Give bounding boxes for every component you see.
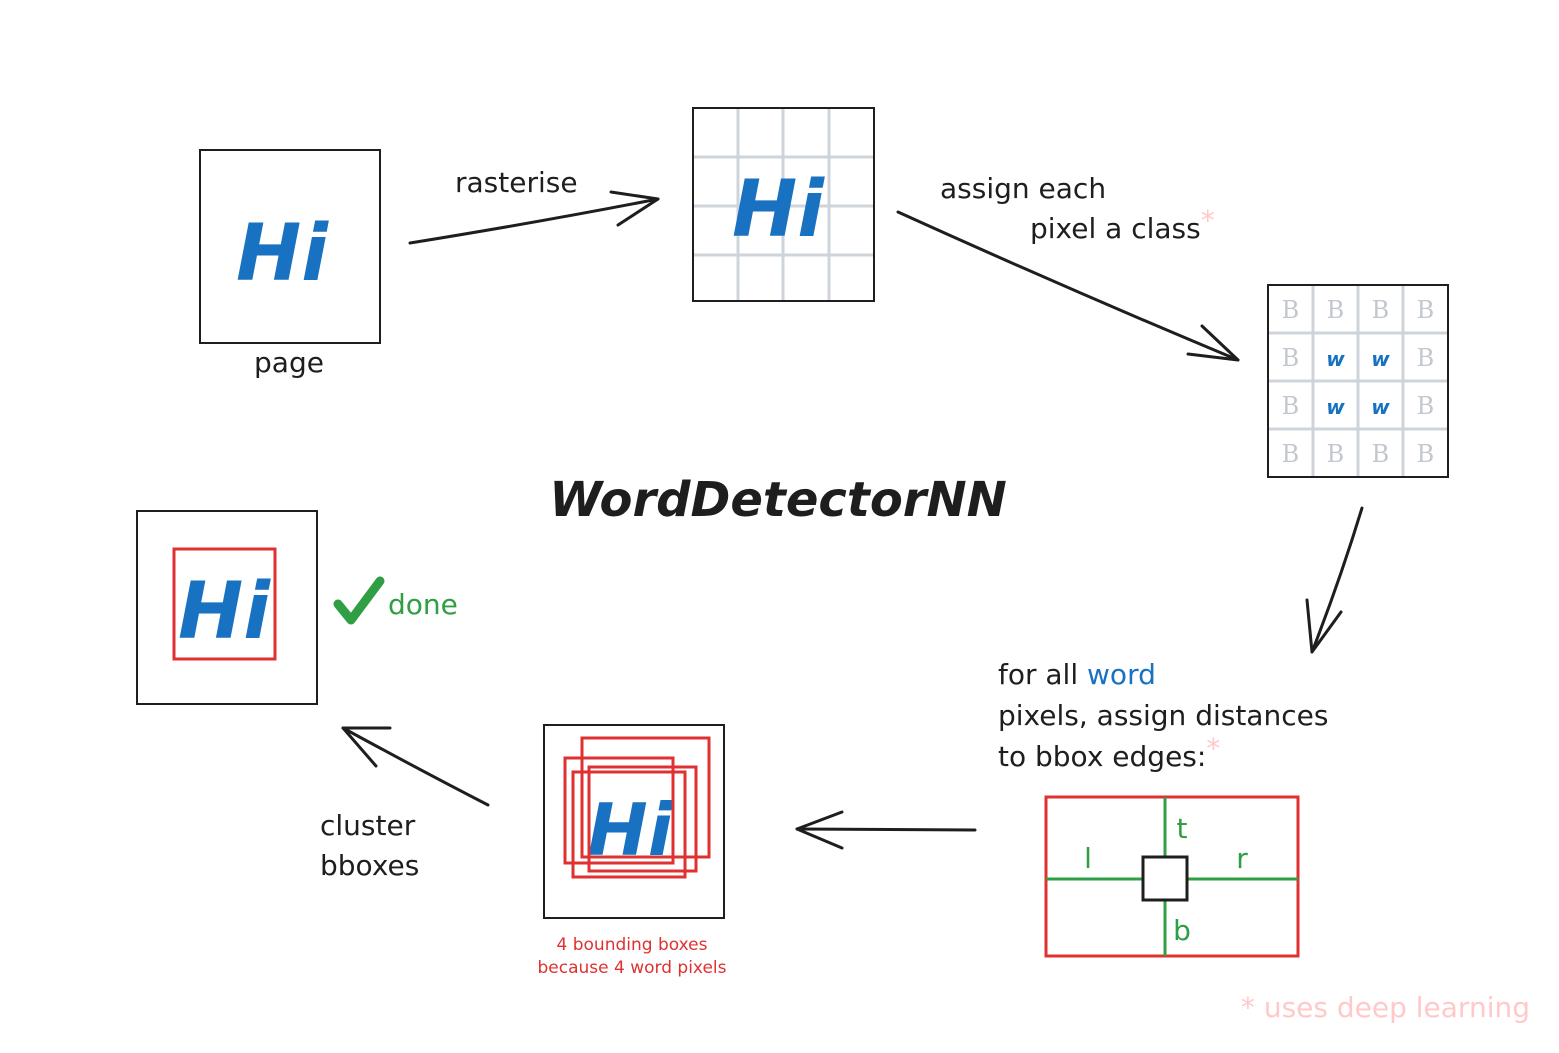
distances-line3-text: to bbox edges:	[998, 740, 1206, 773]
assign-label-line1: assign each	[940, 172, 1106, 205]
class-cell-0-0: B	[1282, 296, 1300, 324]
class-cell-3-2: B	[1372, 440, 1390, 468]
distances-asterisk: *	[1206, 732, 1220, 765]
class-cell-1-1: w	[1326, 347, 1345, 371]
rasterise-label: rasterise	[455, 166, 578, 199]
raster-grid-box: Hi	[692, 107, 875, 302]
class-cell-0-1: B	[1327, 296, 1345, 324]
class-cell-2-3: B	[1417, 392, 1435, 420]
bounding-box-4	[587, 765, 698, 873]
final-box: Hi	[136, 510, 318, 705]
checkmark-icon	[333, 576, 385, 625]
edge-label-right: r	[1236, 842, 1248, 875]
done-label: done	[388, 588, 458, 621]
footnote: * uses deep learning	[1241, 991, 1530, 1024]
arrow-to-bboxes	[795, 810, 977, 850]
distances-prefix: for all	[998, 658, 1087, 691]
class-cell-3-1: B	[1327, 440, 1345, 468]
arrow-rasterise	[408, 190, 660, 245]
final-hi-text: Hi	[178, 567, 271, 657]
final-bounding-box	[172, 547, 277, 661]
class-cell-3-3: B	[1417, 440, 1435, 468]
distances-line3: to bbox edges:*	[998, 732, 1220, 773]
arrow-to-distances	[1305, 506, 1364, 654]
raster-hi-text: Hi	[732, 165, 825, 255]
bbox-distance-diagram: t l r b	[1044, 795, 1300, 958]
distances-word: word	[1087, 658, 1156, 691]
bounding-box-2	[563, 756, 675, 865]
class-cell-2-0: B	[1282, 392, 1300, 420]
distances-line2: pixels, assign distances	[998, 699, 1328, 732]
bbox-note-line1: 4 bounding boxes	[557, 935, 708, 955]
class-cell-0-3: B	[1417, 296, 1435, 324]
arrow-assign-class	[896, 210, 1240, 362]
multi-bbox-box: Hi	[543, 724, 725, 919]
class-cell-1-3: B	[1417, 344, 1435, 372]
edge-label-left: l	[1084, 842, 1092, 875]
distances-line1: for all word	[998, 658, 1156, 691]
edge-label-top: t	[1177, 812, 1188, 845]
class-cell-2-2: w	[1371, 395, 1390, 419]
page-hi-text: Hi	[236, 209, 329, 299]
assign-asterisk: *	[1201, 204, 1215, 237]
cluster-label-line2: bboxes	[320, 849, 419, 882]
class-cell-1-2: w	[1371, 347, 1390, 371]
bounding-box-3	[571, 770, 687, 879]
arrow-cluster	[341, 726, 490, 807]
bounding-box-1	[580, 736, 711, 859]
class-cell-0-2: B	[1372, 296, 1390, 324]
class-cell-1-0: B	[1282, 344, 1300, 372]
diagram-title: WordDetectorNN	[549, 472, 1007, 528]
page-box: Hi	[199, 149, 381, 344]
page-label: page	[254, 346, 324, 379]
assign-label-line2: pixel a class*	[1030, 204, 1215, 245]
class-cell-3-0: B	[1282, 440, 1300, 468]
assign-label-line2-text: pixel a class	[1030, 212, 1201, 245]
class-cell-2-1: w	[1326, 395, 1345, 419]
cluster-label-line1: cluster	[320, 809, 416, 842]
pixel-square	[1141, 855, 1189, 902]
bbox-hi-text: Hi	[588, 788, 674, 872]
edge-label-bottom: b	[1173, 914, 1191, 947]
bbox-note-line2: because 4 word pixels	[537, 958, 726, 978]
